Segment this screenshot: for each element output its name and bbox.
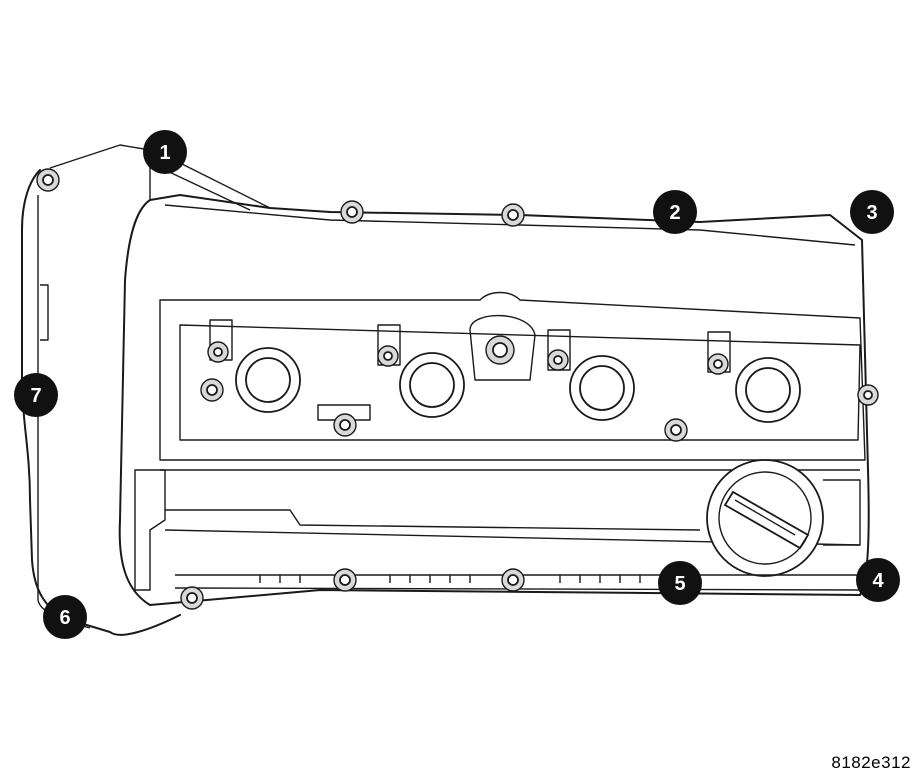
plug-panel-inner [179,324,861,441]
callout-5: 5 [658,561,702,605]
svg-text:1: 1 [159,142,170,164]
callout-1: 1 [143,130,187,174]
svg-text:4: 4 [872,570,884,592]
bolt-right [857,384,879,406]
svg-text:5: 5 [674,573,685,595]
coil-bracket-4 [707,331,731,373]
callout-4: 4 [856,558,900,602]
cover-body [118,194,870,606]
bolt-inner-4 [547,349,569,371]
bolt-inner-5 [707,353,729,375]
spark-plug-tube-3 [569,355,635,421]
figure-code: 8182e312 [831,753,911,772]
bolt-top-3 [501,203,525,227]
bolt-inner-7 [664,418,688,442]
callout-2: 2 [653,190,697,234]
svg-text:2: 2 [669,202,680,224]
bolt-top-left [36,168,60,192]
coil-bracket-2 [377,324,401,366]
svg-text:3: 3 [866,202,877,224]
bolt-bottom-2 [333,568,357,592]
cover-top-ridge [164,204,856,246]
bolt-inner-6 [333,413,357,437]
spark-plug-tube-4 [735,357,801,423]
left-boss [134,469,166,591]
gasket-outline [21,169,181,636]
gasket-tab [40,284,49,341]
callout-6: 6 [43,595,87,639]
bolt-inner-1 [207,341,229,363]
bolt-inner-2 [200,378,224,402]
center-boss [469,314,536,381]
callout-7: 7 [14,373,58,417]
svg-text:6: 6 [59,607,70,629]
bolt-top-2 [340,200,364,224]
bolt-inner-3 [377,345,399,367]
oil-filler-cap [706,459,861,577]
bolt-bottom-3 [501,568,525,592]
spark-plug-tube-1 [235,347,301,413]
lower-rail-ticks [259,575,641,583]
callout-3: 3 [850,190,894,234]
bolt-inner-center [485,335,515,365]
bolt-bottom-1 [180,586,204,610]
svg-text:7: 7 [30,385,41,407]
lower-tab [317,404,371,421]
spark-plug-tube-2 [399,352,465,418]
